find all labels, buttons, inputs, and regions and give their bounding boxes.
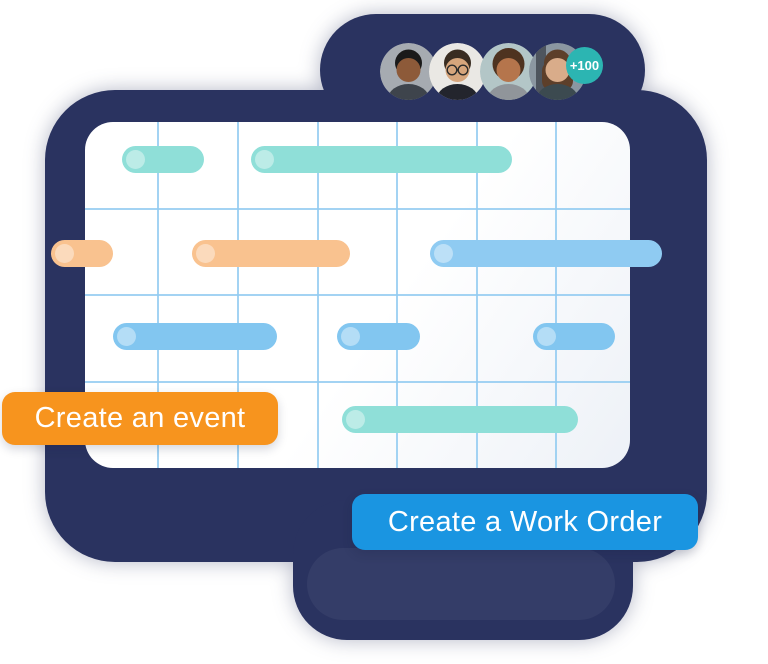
create-work-order-button[interactable]: Create a Work Order (352, 494, 698, 550)
gantt-bar-blue[interactable] (113, 323, 277, 350)
bar-drag-handle[interactable] (117, 327, 136, 346)
bar-drag-handle[interactable] (255, 150, 274, 169)
gantt-bar-blue[interactable] (533, 323, 615, 350)
grid-row-line (85, 381, 630, 383)
bar-drag-handle[interactable] (196, 244, 215, 263)
gantt-bar-sky[interactable] (430, 240, 662, 267)
avatar-1[interactable] (380, 43, 437, 100)
grid-row-line (85, 208, 630, 210)
gantt-bar-orange[interactable] (51, 240, 113, 267)
bar-drag-handle[interactable] (346, 410, 365, 429)
gantt-bar-orange[interactable] (192, 240, 350, 267)
gantt-bar-teal[interactable] (122, 146, 204, 173)
blob-shadow-layer (307, 548, 615, 620)
create-event-button[interactable]: Create an event (2, 392, 278, 445)
grid-row-line (85, 294, 630, 296)
avatar-overflow-badge[interactable]: +100 (566, 47, 603, 84)
avatar-3[interactable] (480, 43, 537, 100)
bar-drag-handle[interactable] (537, 327, 556, 346)
avatar-2[interactable] (429, 43, 486, 100)
gantt-bar-teal[interactable] (251, 146, 512, 173)
gantt-bar-blue[interactable] (337, 323, 420, 350)
bar-drag-handle[interactable] (434, 244, 453, 263)
bar-drag-handle[interactable] (126, 150, 145, 169)
bar-drag-handle[interactable] (55, 244, 74, 263)
bar-drag-handle[interactable] (341, 327, 360, 346)
gantt-bar-teal[interactable] (342, 406, 578, 433)
calendar-grid (85, 122, 630, 468)
